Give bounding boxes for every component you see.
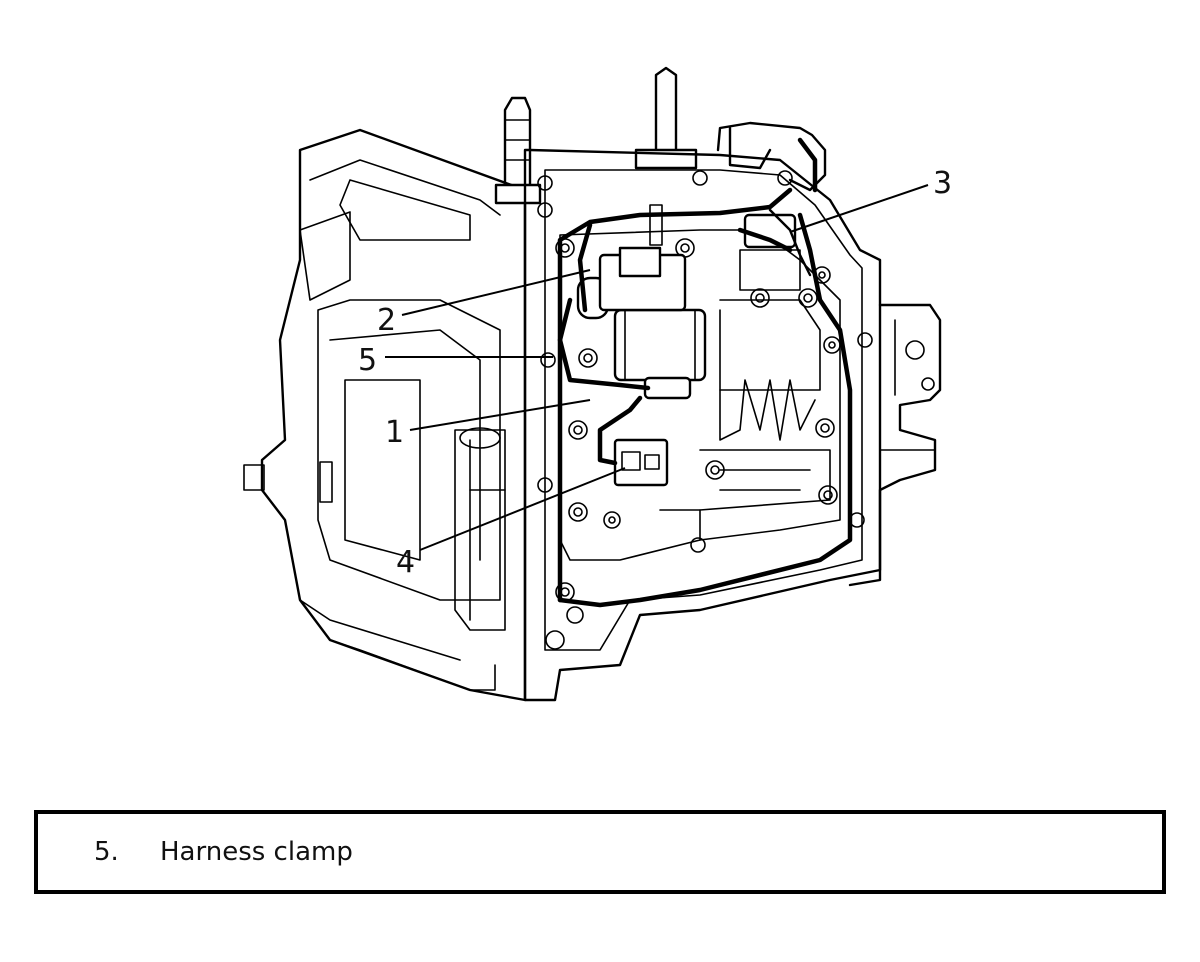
svg-text:5: 5 xyxy=(358,343,377,378)
callout-2: 2 xyxy=(377,269,591,338)
transmission-diagram: 1 2 3 4 5 xyxy=(243,66,952,702)
svg-text:2: 2 xyxy=(377,303,396,338)
callout-3: 3 xyxy=(789,166,952,233)
output-housing xyxy=(848,303,942,587)
svg-text:3: 3 xyxy=(933,166,952,201)
legend-box: 5. Harness clamp xyxy=(34,810,1166,894)
solenoid-body xyxy=(576,204,707,382)
callout-1: 1 xyxy=(385,399,591,450)
bell-housing xyxy=(243,128,527,702)
connector-1 xyxy=(643,376,692,400)
connector-4 xyxy=(613,438,669,487)
legend-number: 5. xyxy=(94,837,119,867)
callout-4: 4 xyxy=(396,467,626,580)
main-harness-connector xyxy=(716,121,827,193)
callout-5: 5 xyxy=(358,343,553,378)
svg-text:1: 1 xyxy=(385,415,404,450)
svg-text:4: 4 xyxy=(396,545,415,580)
wiring-harness xyxy=(557,187,853,608)
legend-label: Harness clamp xyxy=(160,837,353,867)
vent-tube xyxy=(494,96,542,205)
